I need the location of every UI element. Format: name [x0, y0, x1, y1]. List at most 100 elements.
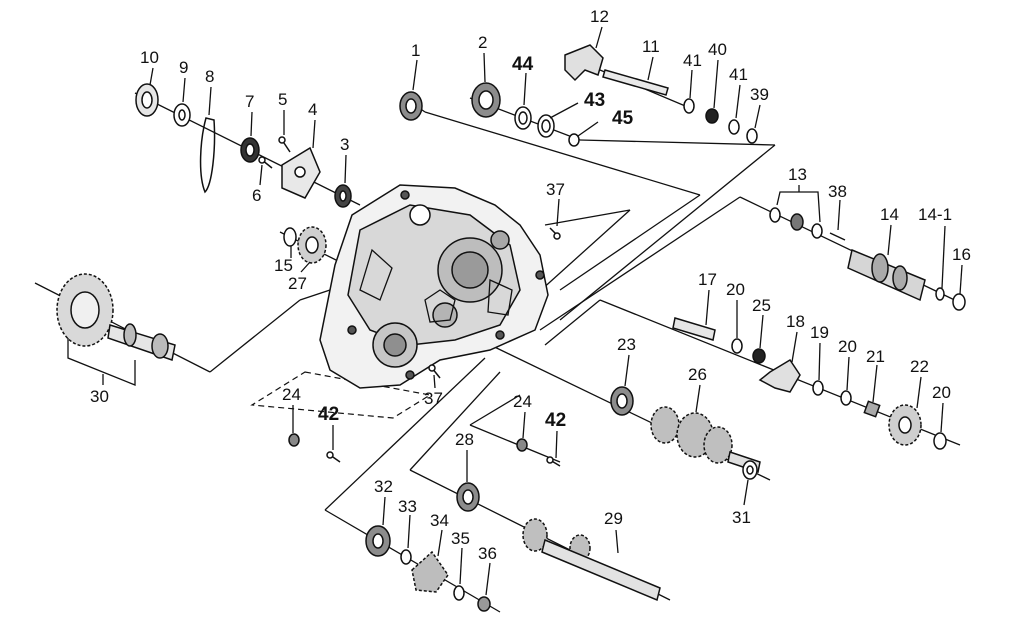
part-20-washer-c: [933, 432, 947, 450]
callout-21: 21: [866, 347, 885, 366]
callout-26: 26: [688, 365, 707, 384]
part-35-washer: [453, 585, 465, 601]
callout-13: 13: [788, 165, 807, 184]
callout-5: 5: [278, 90, 287, 109]
callout-34: 34: [430, 511, 449, 530]
callout-6: 6: [252, 186, 261, 205]
callout-14: 14: [880, 205, 899, 224]
part-18-shift-fork: [758, 358, 801, 393]
callout-42-a: 42: [318, 404, 339, 425]
callout-37-a: 37: [546, 180, 565, 199]
part-32-bearing: [365, 525, 391, 557]
callout-41-b: 41: [729, 65, 748, 84]
callout-10: 10: [140, 48, 159, 67]
part-11-shaft: [602, 69, 669, 96]
callout-9: 9: [179, 58, 188, 77]
part-42-bolt-a: [326, 451, 341, 463]
part-20-washer-a: [731, 338, 743, 354]
callout-31: 31: [732, 508, 751, 527]
transmission-case: [319, 184, 549, 389]
part-33-washer: [400, 549, 412, 565]
callout-24-b: 24: [513, 392, 532, 411]
callout-29: 29: [604, 509, 623, 528]
part-14-shaft: [847, 248, 926, 302]
part-16-washer: [952, 293, 966, 311]
callout-25: 25: [752, 296, 771, 315]
callout-27: 27: [288, 274, 307, 293]
part-40-spring: [705, 108, 719, 124]
callout-labels: 10 9 8 7 5 4 6 3 1 2 44 43 45 12 11 41 4…: [90, 7, 971, 563]
callout-7: 7: [245, 92, 254, 111]
part-15-ring: [283, 227, 297, 247]
callout-14-1: 14-1: [918, 205, 952, 224]
leader-lines: [67, 26, 963, 596]
part-37-bolt-a: [549, 227, 561, 240]
part-6-bolt: [258, 156, 273, 169]
callout-18: 18: [786, 312, 805, 331]
part-36-nut: [477, 596, 491, 612]
part-21-bushing: [863, 400, 881, 418]
callout-12: 12: [590, 7, 609, 26]
callout-39: 39: [750, 85, 769, 104]
part-26-gear-cluster: [650, 406, 761, 473]
part-4-bracket: [281, 146, 321, 199]
part-42-bolt-b: [546, 456, 561, 467]
part-20-washer-b: [840, 390, 852, 406]
callout-41-a: 41: [683, 51, 702, 70]
part-10-plate: [135, 83, 159, 117]
callout-1: 1: [411, 41, 420, 60]
part-28-bearing: [456, 482, 480, 512]
callout-43: 43: [584, 90, 605, 111]
part-24-pin-a: [288, 433, 300, 447]
part-25-spring: [752, 348, 766, 364]
callout-40: 40: [708, 40, 727, 59]
callout-37-b: 37: [424, 389, 443, 408]
part-43-washer: [537, 114, 555, 138]
callout-32: 32: [374, 477, 393, 496]
callout-2: 2: [478, 33, 487, 52]
callout-4: 4: [308, 100, 317, 119]
callout-36: 36: [478, 544, 497, 563]
callout-44: 44: [512, 54, 534, 75]
callout-19: 19: [810, 323, 829, 342]
callout-35: 35: [451, 529, 470, 548]
part-1-bearing: [399, 91, 423, 121]
callout-15: 15: [274, 256, 293, 275]
part-5-bolt: [278, 136, 291, 153]
part-44-washer: [514, 106, 532, 130]
part-13-washers: [769, 207, 823, 239]
part-7-seal: [240, 137, 260, 163]
callout-28: 28: [455, 430, 474, 449]
part-12-shift-fork: [564, 44, 604, 82]
part-9-washer: [173, 103, 191, 127]
part-34-bevel-gear: [411, 550, 449, 593]
callout-33: 33: [398, 497, 417, 516]
part-38-pin: [829, 232, 846, 241]
part-31-washer: [742, 460, 758, 480]
part-29-main-shaft: [522, 518, 661, 602]
part-27-gear: [297, 226, 327, 264]
part-45-oring: [568, 133, 580, 147]
part-39-clip: [746, 128, 758, 144]
callout-45: 45: [612, 108, 634, 129]
part-23-bearing: [610, 386, 634, 416]
part-41-washer-b: [728, 119, 740, 135]
callout-16: 16: [952, 245, 971, 264]
callout-23: 23: [617, 335, 636, 354]
callout-11: 11: [642, 37, 660, 56]
callout-20-a: 20: [726, 280, 745, 299]
callout-42-b: 42: [545, 410, 566, 431]
part-19-ring: [812, 380, 824, 396]
part-14-1-ring: [935, 287, 945, 301]
callout-17: 17: [698, 270, 717, 289]
callout-30: 30: [90, 387, 109, 406]
part-8-chain: [199, 117, 216, 194]
part-22-gear: [888, 404, 922, 446]
callout-20-c: 20: [932, 383, 951, 402]
callout-38: 38: [828, 182, 847, 201]
callout-24-a: 24: [282, 385, 301, 404]
callout-20-b: 20: [838, 337, 857, 356]
part-24-pin-b: [516, 438, 528, 452]
callout-3: 3: [340, 135, 349, 154]
callout-8: 8: [205, 67, 214, 86]
